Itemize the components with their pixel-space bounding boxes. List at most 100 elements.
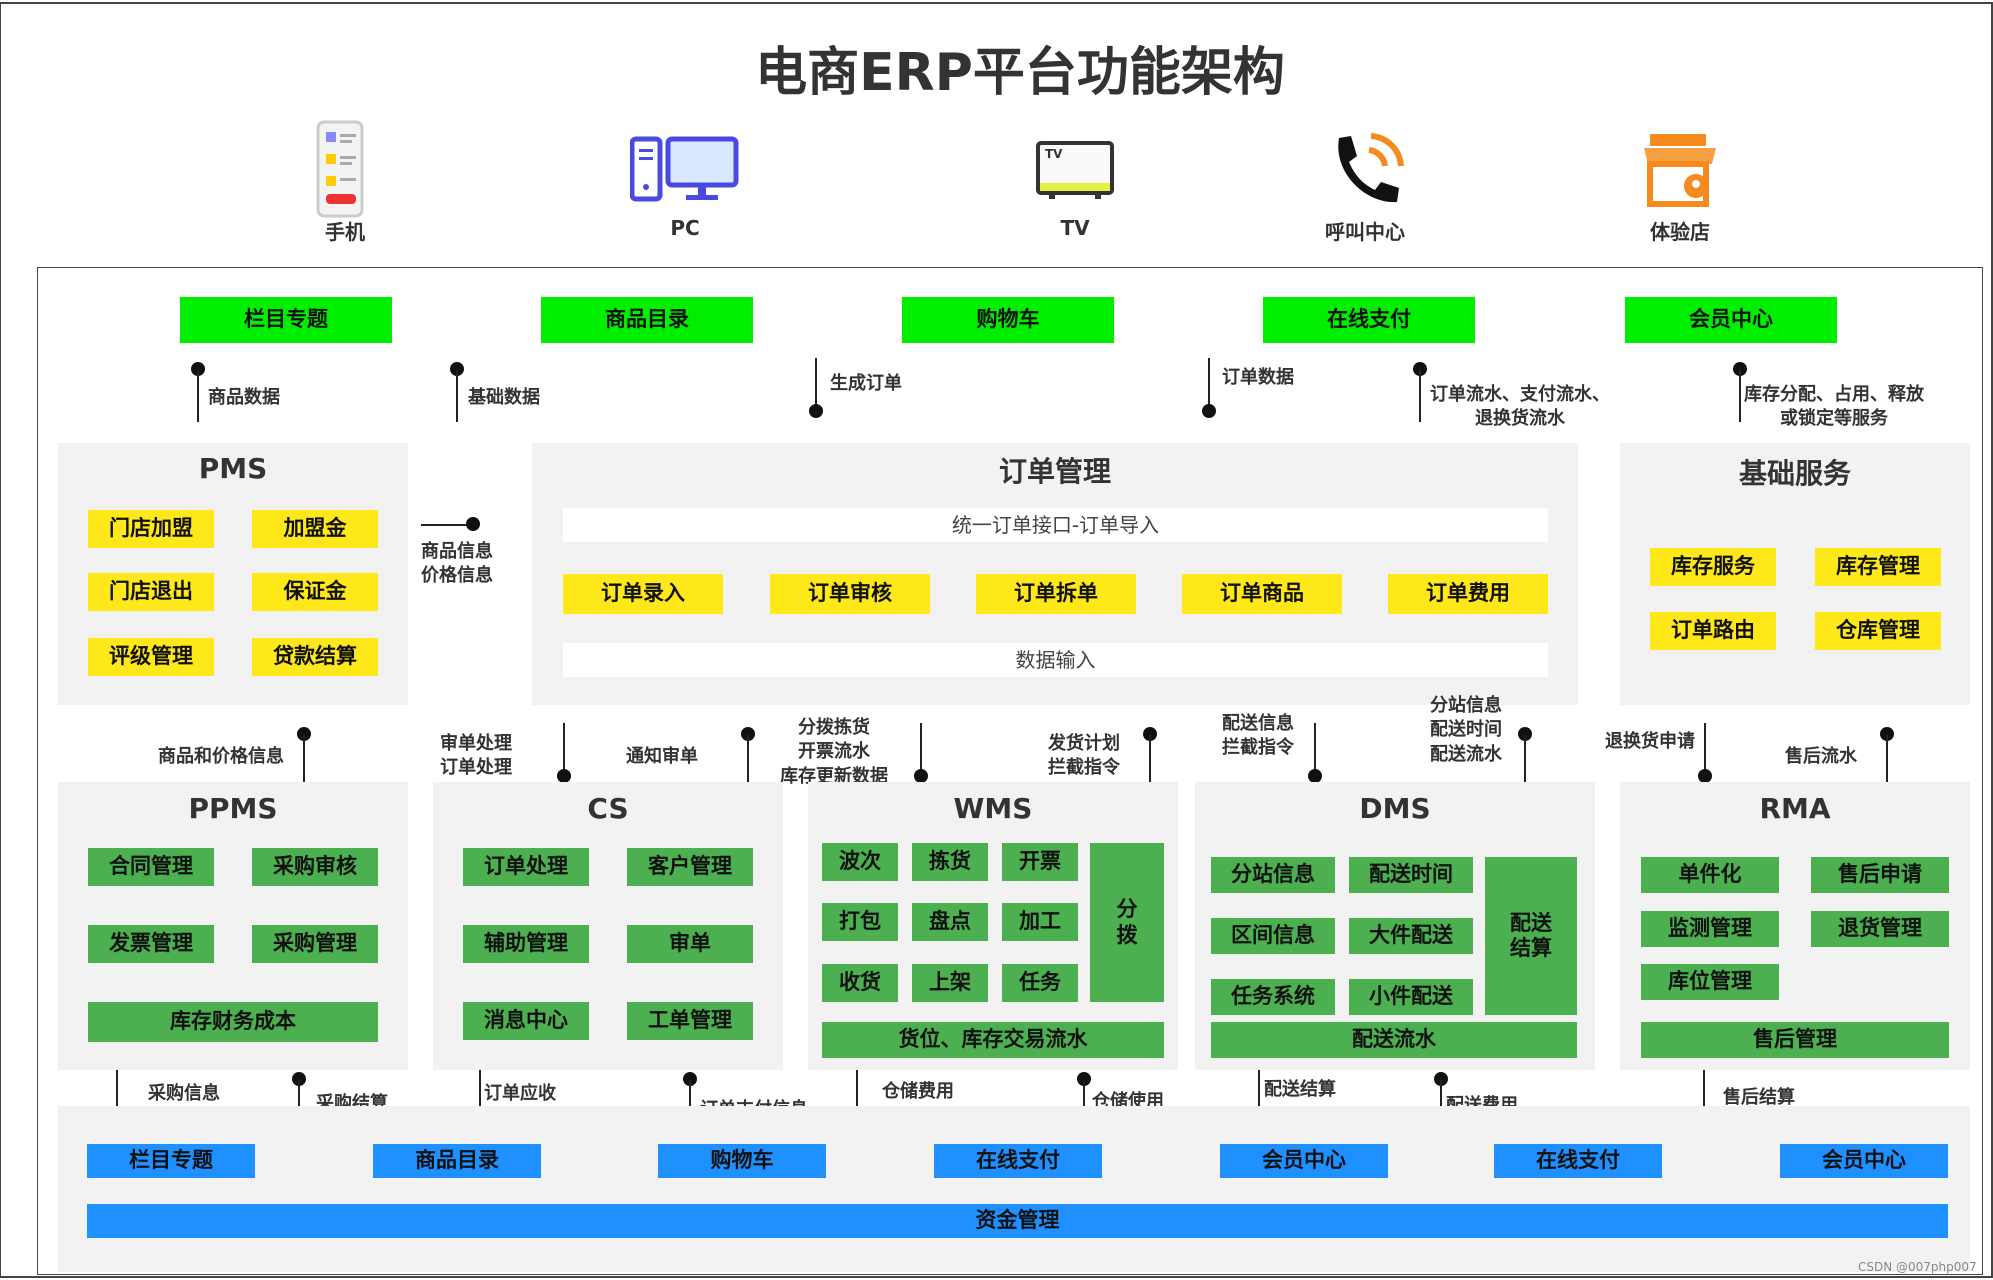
label-order-receivable: 订单应收 (484, 1083, 556, 1104)
connector-line (1208, 358, 1210, 408)
connector-line (1258, 1070, 1260, 1120)
connector-dot (1434, 1072, 1448, 1086)
connector-line (747, 735, 749, 787)
order-split: 订单拆单 (976, 574, 1136, 614)
connector-dot (683, 1072, 697, 1086)
ppms-invoice: 发票管理 (88, 925, 214, 963)
label-dist-settle: 配送结算 (1264, 1079, 1336, 1100)
finance-member-center: 会员中心 (1220, 1144, 1388, 1178)
dms-delivery-time: 配送时间 (1349, 857, 1473, 893)
base-order-routing: 订单路由 (1650, 612, 1776, 650)
connector-dot (741, 727, 755, 741)
main-frame (37, 267, 1983, 1275)
dms-title: DMS (1359, 792, 1431, 825)
dms-delivery-flow: 配送流水 (1211, 1022, 1577, 1058)
label-ship-plan: 发货计划 拦截指令 (1048, 733, 1120, 779)
connector-line (1703, 1070, 1705, 1120)
wms-receive: 收货 (822, 964, 898, 1002)
connector-dot (557, 769, 571, 783)
pms-store-exit: 门店退出 (88, 573, 214, 611)
wms-picking: 拣货 (912, 843, 988, 881)
label-stock-alloc: 库存分配、占用、释放 或锁定等服务 (1744, 384, 1924, 430)
base-stock-service: 库存服务 (1650, 548, 1776, 586)
connector-dot (1880, 727, 1894, 741)
connector-line (689, 1080, 691, 1124)
base-stock-manage: 库存管理 (1815, 548, 1941, 586)
label-order-data: 订单数据 (1222, 367, 1294, 388)
channel-mobile (310, 120, 370, 220)
pms-store-join: 门店加盟 (88, 510, 214, 548)
ppms-purchase-audit: 采购审核 (252, 848, 378, 886)
rma-location-manage: 库位管理 (1641, 964, 1779, 1000)
connector-dot (466, 517, 480, 531)
pms-join-fee: 加盟金 (252, 510, 378, 548)
connector-line (1314, 723, 1316, 775)
cs-order-process: 订单处理 (463, 848, 589, 886)
cs-customer: 客户管理 (627, 848, 753, 886)
cs-assist: 辅助管理 (463, 925, 589, 963)
label-storage-fee: 仓储费用 (882, 1081, 954, 1102)
order-interface: 统一订单接口-订单导入 (563, 508, 1548, 542)
wms-title: WMS (953, 792, 1033, 825)
connector-dot (914, 769, 928, 783)
channel-label-tv: TV (1060, 216, 1090, 240)
channel-store (1640, 130, 1720, 210)
connector-line (815, 358, 817, 408)
rma-after-apply: 售后申请 (1811, 857, 1949, 893)
ppms-title: PPMS (188, 792, 278, 825)
front-online-payment: 在线支付 (1263, 297, 1475, 343)
cs-ticket: 工单管理 (627, 1002, 753, 1040)
front-column-topic: 栏目专题 (180, 297, 392, 343)
channel-label-store: 体验店 (1650, 220, 1710, 244)
label-notify-review: 通知审单 (626, 746, 698, 767)
pms-title: PMS (198, 452, 268, 485)
channel-label-pc: PC (670, 216, 700, 240)
label-goods-data: 商品数据 (208, 387, 280, 408)
connector-line (456, 370, 458, 422)
label-dist-info: 配送信息 拦截指令 (1222, 713, 1294, 759)
wms-wave: 波次 (822, 843, 898, 881)
label-after-sale-flow: 售后流水 (1785, 746, 1857, 767)
page-title: 电商ERP平台功能架构 (755, 43, 1285, 103)
cs-title: CS (587, 792, 629, 825)
watermark: CSDN @007php007 (1858, 1260, 1977, 1274)
cs-review: 审单 (627, 925, 753, 963)
wms-pack: 打包 (822, 903, 898, 941)
dms-large-delivery: 大件配送 (1349, 918, 1473, 954)
finance-panel (58, 1106, 1970, 1272)
connector-line (421, 524, 471, 526)
pms-rating: 评级管理 (88, 638, 214, 676)
finance-online-payment-2: 在线支付 (1494, 1144, 1662, 1178)
label-review-process: 审单处理 订单处理 (440, 733, 512, 779)
connector-dot (450, 362, 464, 376)
connector-line (1419, 370, 1421, 422)
phone-call-icon (1338, 133, 1404, 203)
connector-dot (1413, 362, 1427, 376)
label-generate-order: 生成订单 (830, 373, 902, 394)
rma-after-manage: 售后管理 (1641, 1022, 1949, 1058)
connector-dot (1202, 404, 1216, 418)
wms-location-flow: 货位、库存交易流水 (822, 1022, 1164, 1058)
ppms-purchase-manage: 采购管理 (252, 925, 378, 963)
dms-small-delivery: 小件配送 (1349, 979, 1473, 1015)
tv-icon: TV (1036, 141, 1114, 199)
connector-line (1524, 735, 1526, 787)
wms-distribute: 分 拨 (1090, 843, 1164, 1002)
connector-dot (191, 362, 205, 376)
wms-task: 任务 (1002, 964, 1078, 1002)
connector-line (1083, 1080, 1085, 1124)
store-icon (1644, 134, 1716, 207)
wms-inventory: 盘点 (912, 903, 988, 941)
channel-pc (630, 135, 740, 205)
connector-line (1440, 1080, 1442, 1124)
svg-text:TV: TV (1045, 147, 1063, 161)
connector-dot (1518, 727, 1532, 741)
order-review: 订单审核 (770, 574, 930, 614)
connector-line (1886, 735, 1888, 787)
label-station-info: 分站信息 配送时间 配送流水 (1430, 695, 1502, 765)
front-product-catalog: 商品目录 (541, 297, 753, 343)
finance-column-topic: 栏目专题 (87, 1144, 255, 1178)
connector-line (303, 735, 305, 787)
connector-line (479, 1070, 481, 1120)
base-warehouse: 仓库管理 (1815, 612, 1941, 650)
